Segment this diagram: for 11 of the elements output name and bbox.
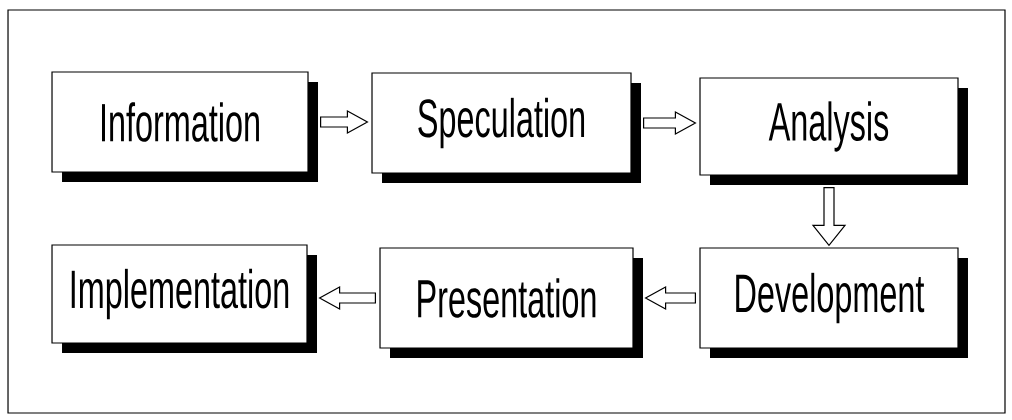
process-box: Presentation — [379, 247, 643, 358]
block-arrow — [644, 285, 696, 310]
process-box: Speculation — [371, 72, 641, 183]
block-arrow — [320, 109, 369, 134]
process-box: Implementation — [51, 244, 317, 353]
process-box: Information — [51, 71, 318, 182]
process-box: Analysis — [699, 77, 968, 185]
block-arrow — [318, 285, 376, 310]
block-arrow — [643, 110, 697, 135]
process-box: Development — [699, 247, 968, 358]
block-arrow — [811, 187, 847, 247]
